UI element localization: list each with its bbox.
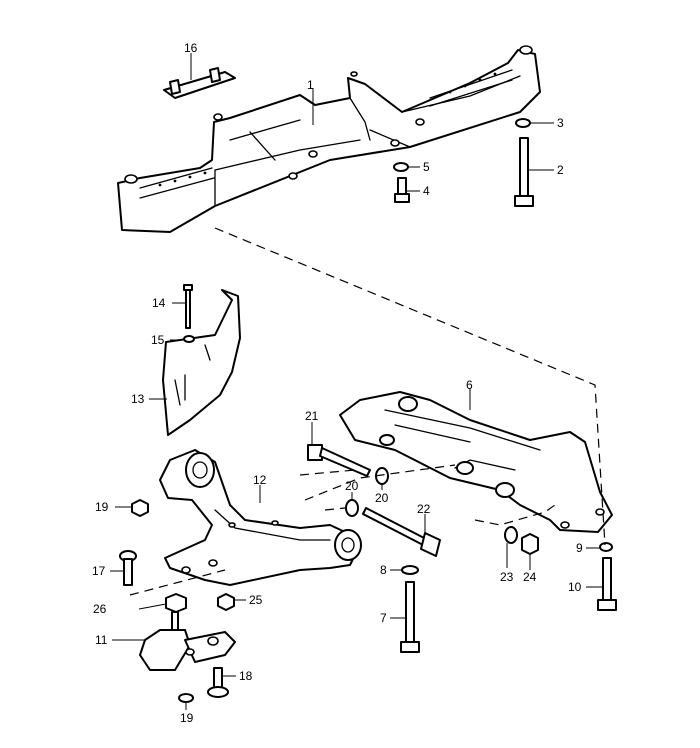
bracket-part-16 xyxy=(163,67,236,99)
callout-9: 9 xyxy=(576,541,583,555)
washer-part-19-lower xyxy=(178,693,194,703)
washer-part-5 xyxy=(393,162,409,172)
callout-25: 25 xyxy=(249,593,263,607)
bolt-part-21 xyxy=(307,444,371,477)
callout-10: 10 xyxy=(568,580,582,594)
bolt-part-7 xyxy=(400,581,420,653)
callout-5: 5 xyxy=(423,160,430,174)
callout-2: 2 xyxy=(557,163,564,177)
assembly-lines xyxy=(129,227,606,596)
callout-24: 24 xyxy=(523,570,537,584)
callout-labels: 1 2 3 4 5 6 7 8 9 10 11 12 13 14 15 16 1… xyxy=(92,41,583,725)
bolt-part-22 xyxy=(362,507,441,557)
washer-part-9 xyxy=(599,542,613,552)
shield-part-13 xyxy=(162,289,241,436)
callout-7: 7 xyxy=(380,611,387,625)
callout-22: 22 xyxy=(417,502,431,516)
callout-6: 6 xyxy=(466,378,473,392)
control-arm-part-12 xyxy=(159,449,362,586)
washer-part-3 xyxy=(515,118,531,128)
leader-lines xyxy=(110,53,603,710)
nut-part-25 xyxy=(217,593,235,611)
callout-13: 13 xyxy=(131,392,145,406)
callout-8: 8 xyxy=(380,563,387,577)
callout-18: 18 xyxy=(239,669,253,683)
callout-14: 14 xyxy=(152,296,166,310)
bolt-part-14 xyxy=(183,284,193,329)
callout-12: 12 xyxy=(253,473,267,487)
washer-part-15 xyxy=(183,335,195,343)
callout-19-upper: 19 xyxy=(95,500,109,514)
callout-26: 26 xyxy=(93,602,107,616)
callout-21: 21 xyxy=(305,409,319,423)
callout-3: 3 xyxy=(557,116,564,130)
bolt-part-2 xyxy=(514,137,534,207)
callout-20-a: 20 xyxy=(345,479,359,493)
callout-4: 4 xyxy=(423,184,430,198)
nut-part-24 xyxy=(521,533,539,555)
callout-11: 11 xyxy=(95,633,108,647)
nut-part-26 xyxy=(165,593,187,613)
bolt-part-18 xyxy=(207,667,229,698)
callout-20-b: 20 xyxy=(375,491,389,505)
ball-joint-part-11 xyxy=(139,611,236,671)
nut-part-19-upper xyxy=(131,499,149,517)
bolt-part-17 xyxy=(119,550,137,586)
crossmember-part-1 xyxy=(117,45,541,233)
callout-1: 1 xyxy=(307,78,314,92)
crossmember-part-6 xyxy=(339,391,613,533)
callout-23: 23 xyxy=(500,570,514,584)
bolt-part-4 xyxy=(394,177,410,203)
washer-part-20-b xyxy=(345,499,359,517)
callout-17: 17 xyxy=(92,564,106,578)
washer-part-8 xyxy=(401,565,419,575)
callout-19-lower: 19 xyxy=(180,711,194,725)
washer-part-23 xyxy=(504,526,518,544)
callout-16: 16 xyxy=(184,41,198,55)
callout-15: 15 xyxy=(151,333,165,347)
bolt-part-10 xyxy=(597,557,617,611)
